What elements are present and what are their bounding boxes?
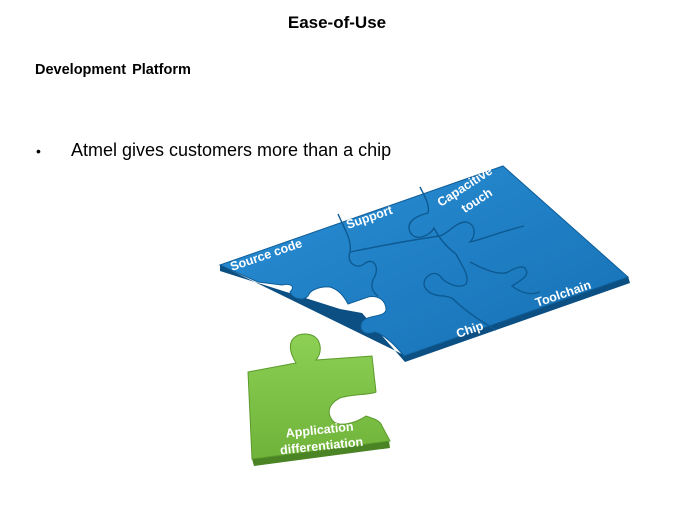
puzzle-seams [337,186,541,331]
slide-title: Ease-of-Use [287,13,387,32]
puzzle-board [218,165,629,357]
bullet-marker: • [36,143,41,159]
green-piece [247,333,391,460]
bullet-item: • Atmel gives customers more than a chip [36,140,391,161]
slide-subtitle: Development Platform [35,62,191,78]
green-piece-edge [252,441,390,466]
bullet-text: Atmel gives customers more than a chip [71,140,392,160]
